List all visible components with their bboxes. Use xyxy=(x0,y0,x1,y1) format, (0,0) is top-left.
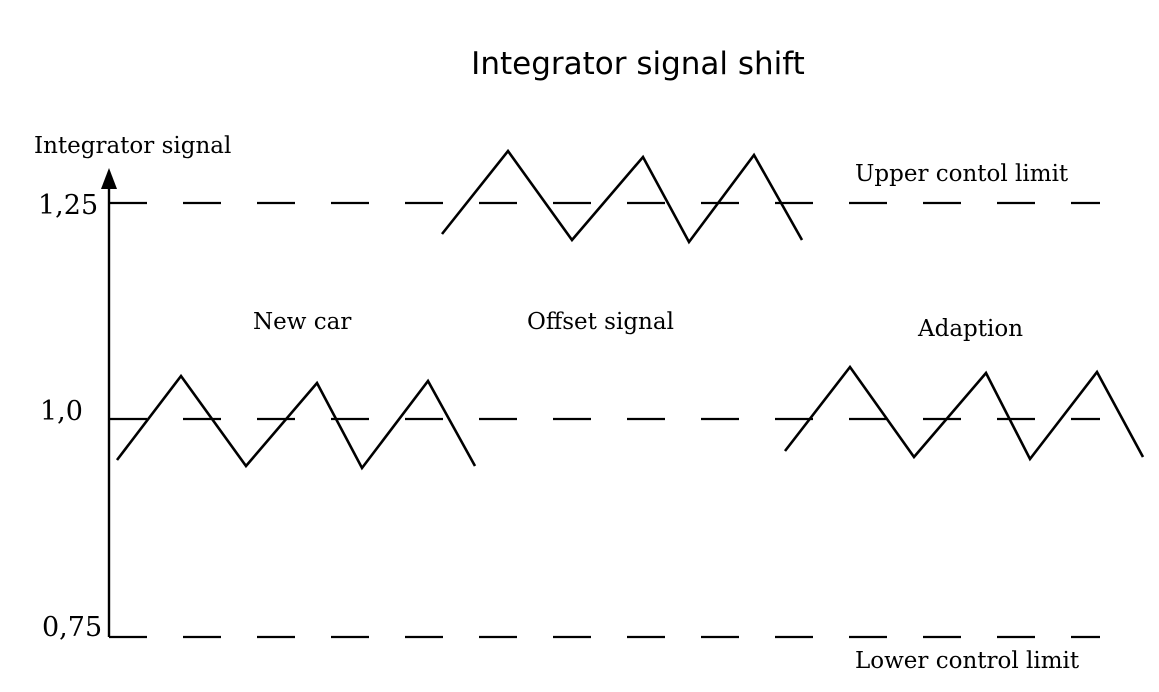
tick-label-middle: 1,0 xyxy=(40,396,83,427)
adaption-label: Adaption xyxy=(917,316,1023,342)
new-car-signal-wave xyxy=(115,373,477,471)
diagram-title: Integrator signal shift xyxy=(471,46,805,82)
upper-limit-label: Upper contol limit xyxy=(855,161,1069,187)
lower-limit-label: Lower control limit xyxy=(855,648,1080,674)
y-axis-label: Integrator signal xyxy=(34,133,231,159)
tick-label-upper: 1,25 xyxy=(38,190,98,221)
offset-signal-label: Offset signal xyxy=(527,309,674,335)
tick-label-lower: 0,75 xyxy=(42,612,102,643)
new-car-label: New car xyxy=(253,309,351,335)
y-axis-arrowhead xyxy=(101,168,117,189)
offset-signal-wave xyxy=(440,148,804,245)
adaption-signal-wave xyxy=(783,364,1145,462)
